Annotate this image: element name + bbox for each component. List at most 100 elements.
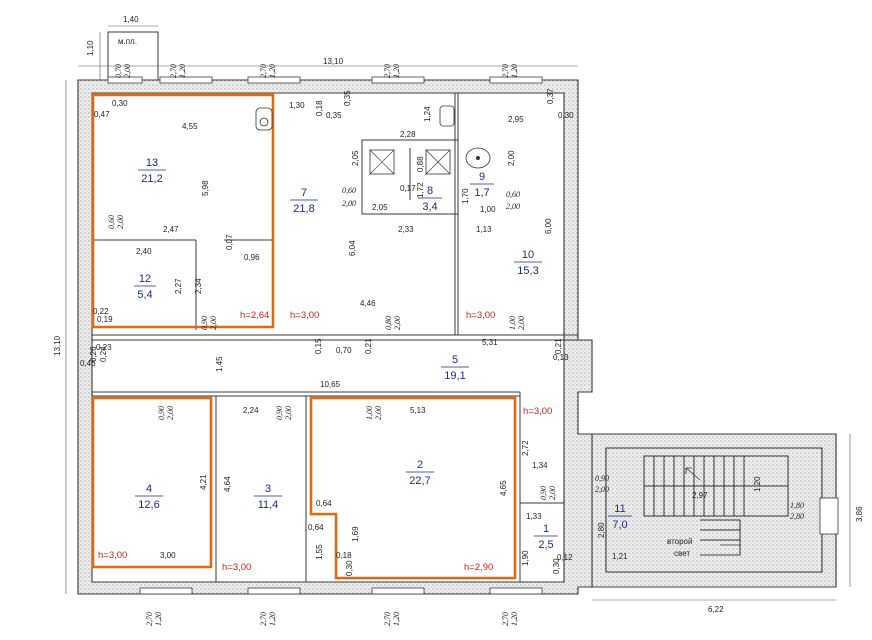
room-8-area: 3,4 — [422, 201, 437, 213]
room-3-area: 11,4 — [258, 499, 279, 511]
room-1-label: 1 2,5 — [534, 523, 558, 551]
dim-030a: 0,30 — [112, 99, 128, 108]
door-c2: 2,00 — [342, 199, 356, 208]
dim-604: 6,04 — [348, 240, 357, 256]
room-5-number: 5 — [452, 354, 458, 366]
door-d2: 2,00 — [506, 202, 520, 211]
room-12-number: 12 — [139, 273, 151, 285]
room-2-outline — [309, 396, 517, 580]
dim-134: 1,34 — [532, 461, 548, 470]
room-9-number: 9 — [479, 171, 485, 183]
dim-598: 5,98 — [201, 180, 210, 196]
dim-233: 2,33 — [398, 225, 414, 234]
dimension-lines — [65, 25, 851, 601]
door-g1: 0,90 — [157, 406, 166, 420]
dim-130: 1,30 — [289, 101, 305, 110]
dim-513: 5,13 — [410, 406, 426, 415]
height-room-3: h=3,00 — [222, 562, 251, 573]
win-4b: 1,20 — [392, 64, 401, 78]
door-f1: 1,00 — [508, 316, 517, 330]
door-a2: 2,00 — [116, 215, 125, 229]
room-7-area: 21,8 — [293, 203, 314, 215]
room-13-label: 13 21,2 — [138, 157, 166, 185]
top-small-width: 1,40 — [123, 15, 139, 24]
room-5-area: 19,1 — [444, 370, 465, 382]
dim-017: 0,17 — [400, 184, 416, 193]
room-11-area: 7,0 — [612, 519, 627, 531]
top-total: 13,10 — [323, 57, 344, 66]
dim-240: 2,40 — [136, 247, 152, 256]
win-annex-2: 2,80 — [790, 512, 804, 521]
win-b1a: 2,70 — [145, 612, 154, 626]
fixtures — [255, 105, 789, 556]
door-b1: 0,90 — [200, 316, 209, 330]
height-room-7: h=3,00 — [290, 310, 319, 321]
dim-030b: 0,30 — [558, 111, 574, 120]
dim-024: 0,24 — [99, 346, 108, 362]
win-1a: 0,70 — [114, 64, 123, 78]
dim-021b: 0,21 — [554, 338, 563, 354]
room-1-area: 2,5 — [538, 539, 553, 551]
room-13-outline — [91, 93, 275, 329]
room-9-area: 1,7 — [474, 187, 489, 199]
win-b2a: 2,70 — [259, 612, 268, 626]
win-b2b: 1,20 — [268, 612, 277, 626]
door-h1: 0,90 — [275, 406, 284, 420]
dim-030d: 0,30 — [552, 558, 561, 574]
door-e1: 0,80 — [384, 316, 393, 330]
room-2-area: 22,7 — [409, 475, 430, 487]
toilet-icon — [439, 105, 455, 127]
door-c1: 0,60 — [342, 186, 356, 195]
room-4-outline — [91, 396, 213, 569]
dim-234: 2,34 — [194, 278, 203, 294]
dim-047: 0,47 — [94, 110, 110, 119]
dim-096: 0,96 — [244, 253, 260, 262]
room-10-area: 15,3 — [517, 265, 538, 277]
door-i1: 1,00 — [365, 406, 374, 420]
room-labels: 13 21,2 12 5,4 7 21,8 8 3,4 9 1,7 10 15,… — [134, 157, 632, 551]
room-12-label: 12 5,4 — [134, 273, 156, 301]
highlighted-rooms — [91, 93, 517, 580]
door-a1: 0,60 — [107, 215, 116, 229]
dim-464: 4,64 — [223, 476, 232, 492]
door-h2: 2,00 — [284, 406, 293, 420]
dim-172: 1,72 — [416, 182, 425, 198]
annex-label-2: свет — [674, 549, 690, 558]
door-j1: 0,90 — [595, 474, 609, 483]
door-k2: 2,00 — [548, 486, 557, 500]
outer-walls — [77, 31, 837, 595]
dim-1065: 10,65 — [320, 380, 341, 389]
dim-021a: 0,21 — [364, 338, 373, 354]
door-i2: 2,00 — [374, 406, 383, 420]
room-2-number: 2 — [417, 459, 423, 471]
top-small-label: м.пл. — [118, 37, 137, 46]
dim-600: 6,00 — [544, 218, 553, 234]
room-7-label: 7 21,8 — [290, 187, 318, 215]
top-small-side: 1,10 — [86, 40, 95, 56]
dim-113: 1,13 — [476, 225, 492, 234]
dim-531: 5,31 — [482, 338, 498, 347]
room-10-label: 10 15,3 — [514, 249, 542, 277]
room-11-label: 11 7,0 — [608, 503, 632, 531]
room-5-label: 5 19,1 — [441, 354, 469, 382]
dim-300: 3,00 — [160, 551, 176, 560]
dim-120: 1,20 — [753, 476, 762, 492]
dim-280: 2,80 — [597, 522, 606, 538]
dim-023: 0,23 — [96, 343, 112, 352]
door-j2: 2,00 — [595, 485, 609, 494]
win-3b: 1,20 — [268, 64, 277, 78]
staircase-icon — [643, 455, 789, 556]
win-5b: 1,20 — [510, 64, 519, 78]
dim-272: 2,72 — [521, 440, 530, 456]
dim-026: 0,26 — [89, 346, 98, 362]
dim-455: 4,55 — [182, 122, 198, 131]
room-11-number: 11 — [614, 503, 625, 515]
windows — [107, 76, 839, 595]
win-2b: 1,20 — [178, 64, 187, 78]
dim-100: 1,00 — [480, 205, 496, 214]
win-b1b: 1,20 — [154, 612, 163, 626]
dim-015: 0,15 — [314, 338, 323, 354]
win-b3a: 2,70 — [383, 612, 392, 626]
dim-224: 2,24 — [243, 406, 259, 415]
dim-035b: 0,35 — [343, 90, 352, 106]
